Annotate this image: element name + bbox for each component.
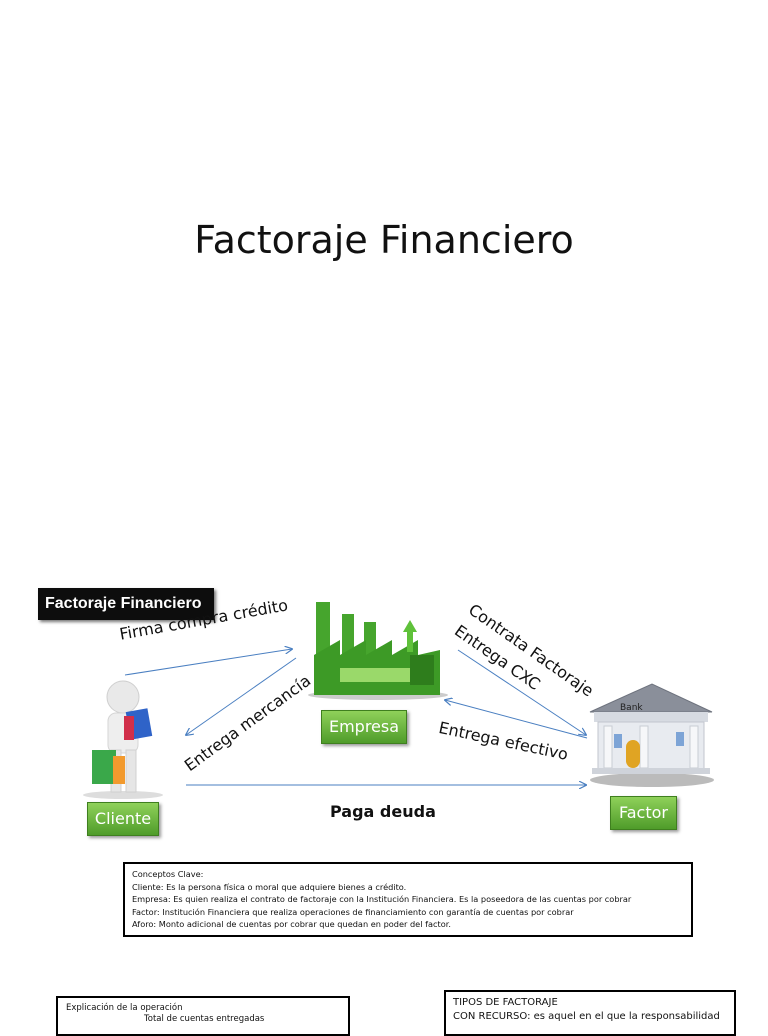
tipos-title: TIPOS DE FACTORAJE (453, 997, 558, 1008)
cliente-label: Cliente (87, 802, 159, 836)
tipos-box: TIPOS DE FACTORAJE CON RECURSO: es aquel… (444, 990, 736, 1036)
diagram-canvas: Bank (83, 602, 714, 799)
explicacion-box: Explicación de la operación Total de cue… (56, 996, 350, 1036)
concept-empresa: Empresa: Es quien realiza el contrato de… (132, 894, 632, 905)
concepts-heading: Conceptos Clave: (132, 869, 204, 879)
empresa-label: Empresa (321, 710, 407, 744)
bank-sign-text: Bank (620, 703, 643, 713)
diagram-tag: Factoraje Financiero (38, 588, 214, 620)
concept-factor: Factor: Institución Financiera que reali… (132, 906, 574, 917)
person-icon (83, 680, 163, 799)
arrow-empresa-factor (457, 649, 586, 735)
arrow-cliente-empresa (124, 649, 292, 676)
concepts-box: Conceptos Clave: Cliente: Es la persona … (123, 862, 693, 937)
arrow-factor-empresa (445, 700, 588, 739)
concept-cliente: Cliente: Es la persona física o moral qu… (132, 881, 407, 892)
factory-icon (308, 602, 448, 700)
arrow-empresa-cliente (186, 657, 297, 735)
tipos-line: CON RECURSO: es aquel en el que la respo… (453, 1011, 720, 1022)
label-paga-deuda: Paga deuda (330, 802, 436, 821)
slide-title: Factoraje Financiero (194, 218, 574, 262)
explicacion-line: Total de cuentas entregadas (144, 1014, 265, 1024)
factor-label: Factor (610, 796, 677, 830)
explicacion-title: Explicación de la operación (66, 1003, 183, 1013)
concept-aforo: Aforo: Monto adicional de cuentas por co… (132, 919, 451, 930)
bank-icon: Bank (589, 683, 714, 787)
